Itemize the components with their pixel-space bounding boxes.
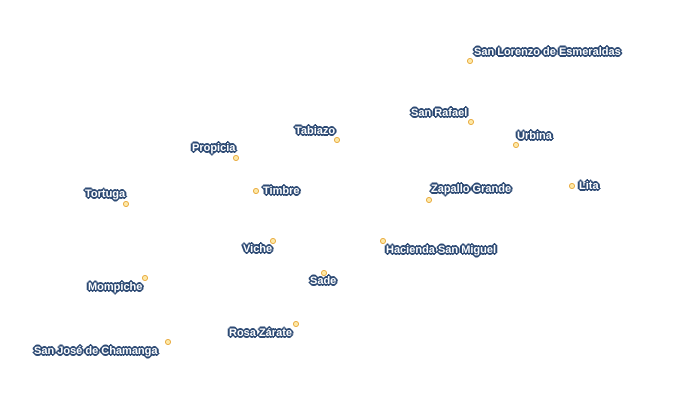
place-label: Propicia xyxy=(192,142,236,154)
place-marker[interactable] xyxy=(123,201,129,207)
place-label: Tortuga xyxy=(85,188,126,200)
place-marker[interactable] xyxy=(569,183,575,189)
place-marker[interactable] xyxy=(334,137,340,143)
place-label: Lita xyxy=(579,180,599,192)
place-label: Viche xyxy=(243,243,273,255)
place-marker[interactable] xyxy=(513,142,519,148)
place-label: Rosa Zárate xyxy=(229,327,292,339)
place-marker[interactable] xyxy=(270,238,276,244)
place-label: Urbina xyxy=(517,130,552,142)
place-label: Tabiazo xyxy=(295,125,336,137)
place-label: Mompiche xyxy=(88,281,143,293)
place-label: Timbre xyxy=(263,185,300,197)
place-marker[interactable] xyxy=(467,58,473,64)
place-marker[interactable] xyxy=(253,188,259,194)
place-label: San José de Chamanga xyxy=(34,345,158,357)
place-label: Sade xyxy=(310,275,337,287)
place-marker[interactable] xyxy=(426,197,432,203)
place-marker[interactable] xyxy=(233,155,239,161)
place-marker[interactable] xyxy=(468,119,474,125)
place-label: San Rafael xyxy=(411,107,468,119)
place-label: Hacienda San Miguel xyxy=(386,244,497,256)
place-label: San Lorenzo de Esmeraldas xyxy=(474,46,621,58)
place-marker[interactable] xyxy=(321,270,327,276)
place-marker[interactable] xyxy=(142,275,148,281)
place-marker[interactable] xyxy=(380,238,386,244)
place-marker[interactable] xyxy=(165,339,171,345)
place-marker[interactable] xyxy=(293,321,299,327)
place-label: Zapallo Grande xyxy=(431,183,512,195)
